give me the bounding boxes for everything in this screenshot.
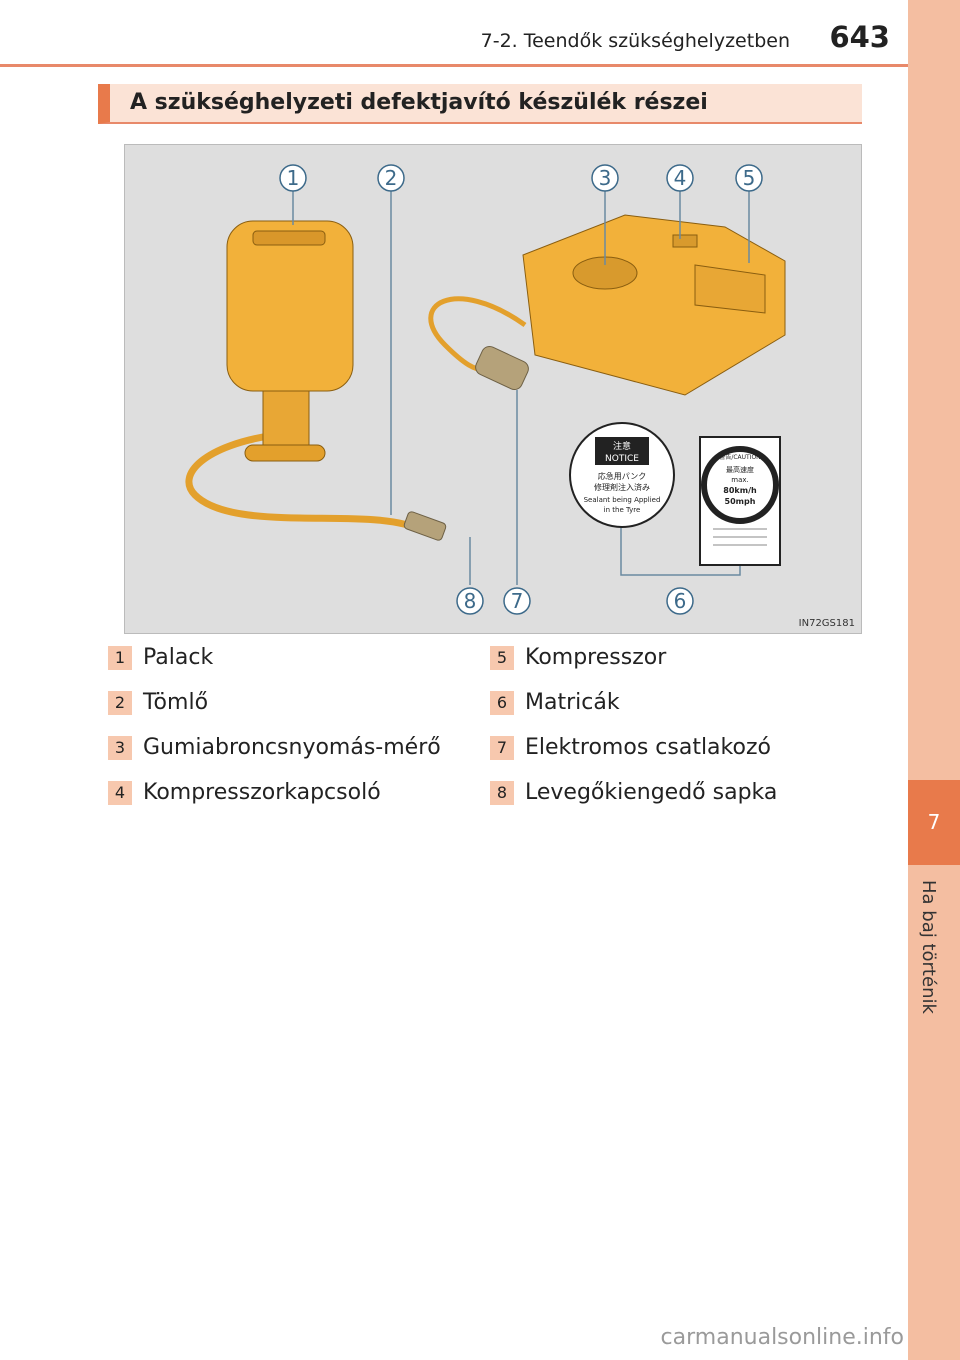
legend-number: 1 — [108, 646, 132, 670]
legend-label: Kompresszorkapcsoló — [143, 780, 381, 805]
hose — [185, 431, 422, 534]
repair-kit-illustration: 注意 NOTICE 応急用パンク 修理剤注入済み Sealant being A… — [124, 144, 862, 634]
callout-5-circle — [735, 164, 763, 192]
callout-8: 8 — [464, 589, 477, 613]
section-title: A szükséghelyzeti defektjavító készülék … — [130, 90, 708, 115]
page-number: 643 — [829, 20, 890, 54]
legend-label: Palack — [143, 645, 214, 670]
callout-2-circle — [377, 164, 405, 192]
power-cable — [428, 296, 527, 373]
section-heading: A szükséghelyzeti defektjavító készülék … — [98, 84, 862, 124]
legend-label: Levegőkiengedő sapka — [525, 780, 778, 805]
caution-line-1: 最高速度 — [726, 465, 754, 474]
callout-3-circle — [591, 164, 619, 192]
callout-5: 5 — [743, 166, 756, 190]
legend-label: Tömlő — [143, 690, 209, 715]
legend-number: 5 — [490, 646, 514, 670]
caution-head: 警告/CAUTION — [719, 453, 760, 461]
callout-1: 1 — [287, 166, 300, 190]
header-rule — [0, 64, 908, 67]
illustration-svg: 注意 NOTICE 応急用パンク 修理剤注入済み Sealant being A… — [185, 164, 786, 615]
callout-6-circle — [666, 587, 694, 615]
callout-8-circle — [456, 587, 484, 615]
legend-label: Kompresszor — [525, 645, 667, 670]
notice-line-4: in the Tyre — [604, 506, 641, 514]
callout-3: 3 — [599, 166, 612, 190]
watermark: carmanualsonline.info — [660, 1325, 904, 1350]
caution-speed-ring — [701, 446, 779, 524]
notice-sticker-head — [595, 437, 649, 465]
legend-label: Elektromos csatlakozó — [525, 735, 771, 760]
notice-line-2: 修理剤注入済み — [594, 482, 650, 492]
callout-4: 4 — [674, 166, 687, 190]
notice-head-en: NOTICE — [605, 454, 639, 464]
legend-number: 7 — [490, 736, 514, 760]
running-header: 7-2. Teendők szükséghelyzetben — [480, 30, 790, 52]
bottle-cap — [252, 230, 326, 246]
leader-6 — [620, 527, 741, 576]
power-plug — [475, 345, 529, 391]
notice-line-3: Sealant being Applied — [584, 496, 661, 504]
bottle-base — [244, 444, 326, 462]
chapter-title: Ha baj történik — [918, 880, 939, 1014]
caution-line-3: 80km/h — [723, 486, 757, 495]
legend-label: Gumiabroncsnyomás-mérő — [143, 735, 441, 760]
legend-number: 8 — [490, 781, 514, 805]
legend-number: 6 — [490, 691, 514, 715]
air-release-cap — [403, 511, 447, 541]
legend-number: 2 — [108, 691, 132, 715]
chapter-sidebar — [908, 0, 960, 1360]
callout-7-circle — [503, 587, 531, 615]
caution-line-2: max. — [731, 476, 748, 484]
caution-line-4: 50mph — [725, 497, 756, 506]
callout-2: 2 — [385, 166, 398, 190]
figure-code: IN72GS181 — [798, 618, 855, 629]
callout-4-circle — [666, 164, 694, 192]
compressor-switch — [672, 234, 698, 248]
compressor-compartment — [694, 264, 766, 314]
callout-6: 6 — [674, 589, 687, 613]
notice-head: 注意 — [613, 440, 631, 452]
legend-number: 3 — [108, 736, 132, 760]
chapter-number: 7 — [908, 780, 960, 865]
bottle — [226, 220, 354, 392]
bottle-neck — [262, 384, 310, 446]
legend-label: Matricák — [525, 690, 620, 715]
legend-number: 4 — [108, 781, 132, 805]
callout-1-circle — [279, 164, 307, 192]
notice-line-1: 応急用パンク — [598, 471, 646, 481]
callout-7: 7 — [511, 589, 524, 613]
